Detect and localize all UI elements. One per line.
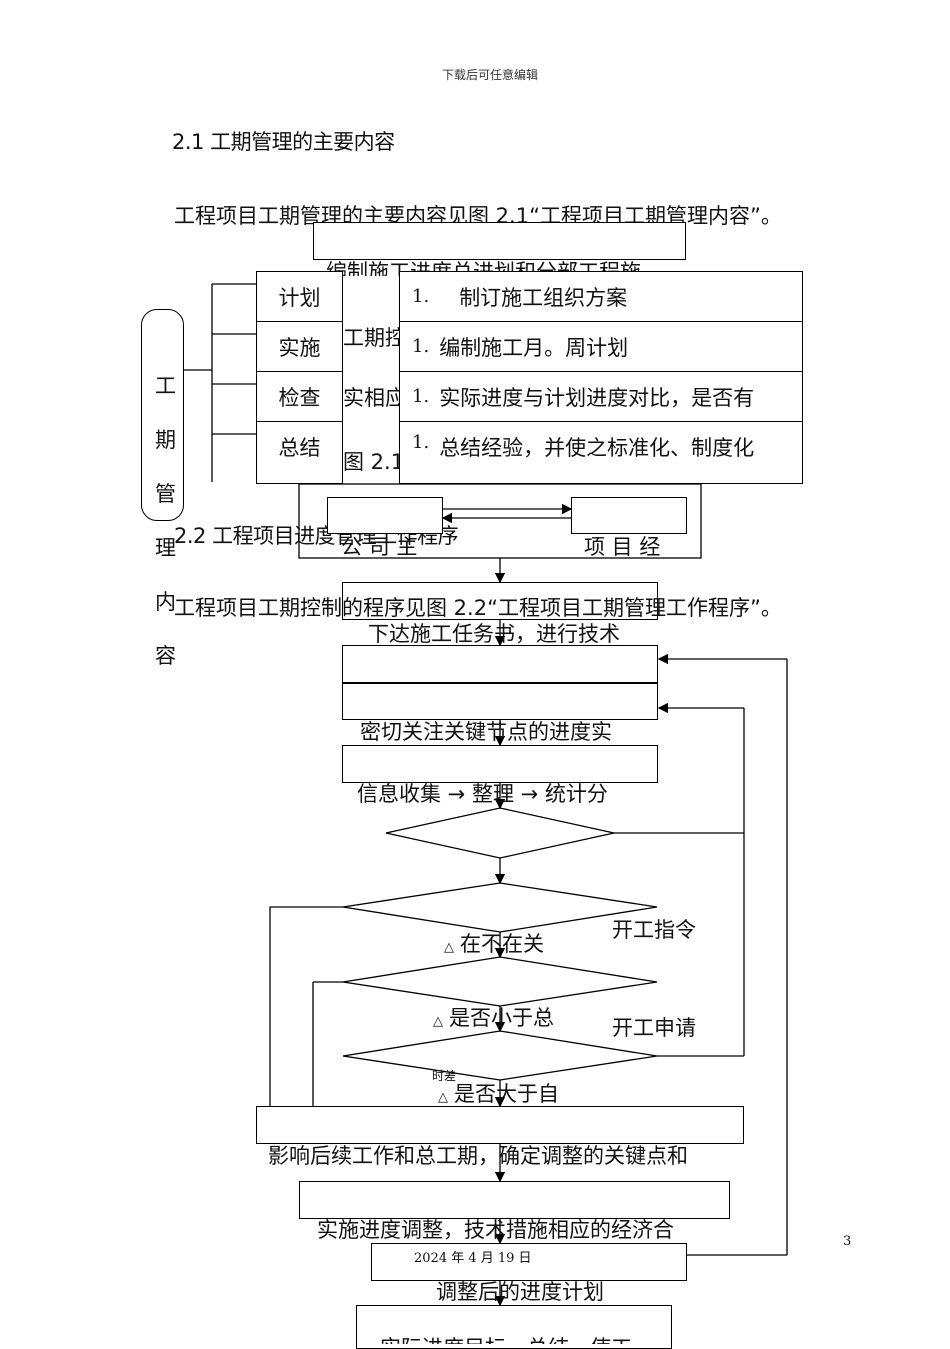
diagram-content-row: 1. 实际进度与计划进度对比，是否有 <box>399 371 803 422</box>
flow-decision-3-text: 是否大于自 <box>454 1082 559 1106</box>
flow-adjust-box <box>299 1181 730 1219</box>
footer-date: 2024 年 4 月 19 日 <box>414 1251 532 1266</box>
diagram-hidden-text: 工期控 <box>343 326 399 348</box>
flow-decision-1: △ 在不在关 <box>444 928 544 958</box>
flow-task-box <box>342 582 658 620</box>
flow-collect-box <box>342 745 658 783</box>
diagram-category-plan: 计划 <box>256 271 343 322</box>
flow-start-request: 开工申请 <box>612 1016 696 1040</box>
diagram-content-row: 1. 编制施工月。周计划 <box>399 321 803 372</box>
triangle-icon: △ <box>444 940 454 955</box>
flow-manager-box <box>571 497 687 534</box>
diagram-root-char: 期 <box>155 428 176 452</box>
diagram-hidden-box <box>313 222 686 260</box>
diagram-category-check: 检查 <box>256 371 343 422</box>
flow-start-order: 开工指令 <box>612 918 696 942</box>
flow-company-box <box>327 497 443 534</box>
diagram-row-number: 1. <box>412 286 430 307</box>
diagram-row-number: 1. <box>412 336 430 357</box>
flow-adjust-text: 实施进度调整，技术措施相应的经济合 <box>317 1218 674 1242</box>
flow-collect-text: 信息收集 → 整理 → 统计分 <box>357 782 608 806</box>
triangle-icon: △ <box>438 1090 448 1105</box>
flow-impact-text: 影响后续工作和总工期，确定调整的关键点和 <box>268 1144 688 1168</box>
diagram-root-char: 容 <box>155 644 176 668</box>
flow-monitor-text: 密切关注关键节点的进度实 <box>360 720 612 744</box>
triangle-icon: △ <box>433 1014 443 1029</box>
diagram-row-text: 编制施工月。周计划 <box>439 335 629 360</box>
diagram-row-number: 1. <box>412 432 430 453</box>
flow-bottom-text: 实际进度目标，总结，使工 <box>380 1332 632 1344</box>
diagram-caption: 图 2.1 <box>343 450 399 472</box>
diagram-hidden-text: 实相应 <box>343 386 399 408</box>
flow-manager-label: 项 目 经 <box>584 535 661 559</box>
flow-result-text: 调整后的进度计划 <box>436 1280 604 1304</box>
flow-box <box>342 683 658 720</box>
diagram-row-text: 制订施工组织方案 <box>459 285 628 310</box>
diagram-row-text: 实际进度与计划进度对比，是否有 <box>439 385 755 410</box>
flow-impact-box <box>256 1106 744 1144</box>
page-header-note: 下载后可任意编辑 <box>441 68 538 82</box>
diagram-content-row: 1. 总结经验，并使之标准化、制度化 <box>399 421 803 484</box>
flow-decision-2-text: 是否小于总 <box>449 1006 554 1030</box>
page-number: 3 <box>843 1234 852 1249</box>
flow-company-label: 公 司 主 <box>341 535 418 559</box>
diagram-row-number: 1. <box>412 386 430 407</box>
flow-decision-2: △ 是否小于总 <box>433 1002 554 1032</box>
diagram-root-char: 管 <box>155 482 176 506</box>
flow-result-box <box>371 1243 687 1281</box>
section-paragraph-2-2: 工程项目工期控制的程序见图 2.2“工程项目工期管理工作程序”。 <box>174 596 782 620</box>
diagram-root-box <box>141 309 184 521</box>
diagram-root-char: 理 <box>155 536 176 560</box>
flow-task-text: 下达施工任务书，进行技术 <box>368 622 620 646</box>
diagram-content-row: 1. 制订施工组织方案 <box>399 271 803 322</box>
diagram-root-char: 内 <box>155 590 176 614</box>
section-heading-2-1: 2.1 工期管理的主要内容 <box>172 130 395 154</box>
flow-box <box>342 645 658 683</box>
diagram-root-char: 工 <box>155 374 176 398</box>
diagram-row-text: 总结经验，并使之标准化、制度化 <box>439 436 755 460</box>
flow-decision-1-text: 在不在关 <box>460 932 544 956</box>
flow-decision-3-extra: 时差 <box>432 1069 457 1083</box>
flow-decision-3: △ 是否大于自 <box>438 1078 559 1108</box>
diagram-category-execute: 实施 <box>256 321 343 372</box>
